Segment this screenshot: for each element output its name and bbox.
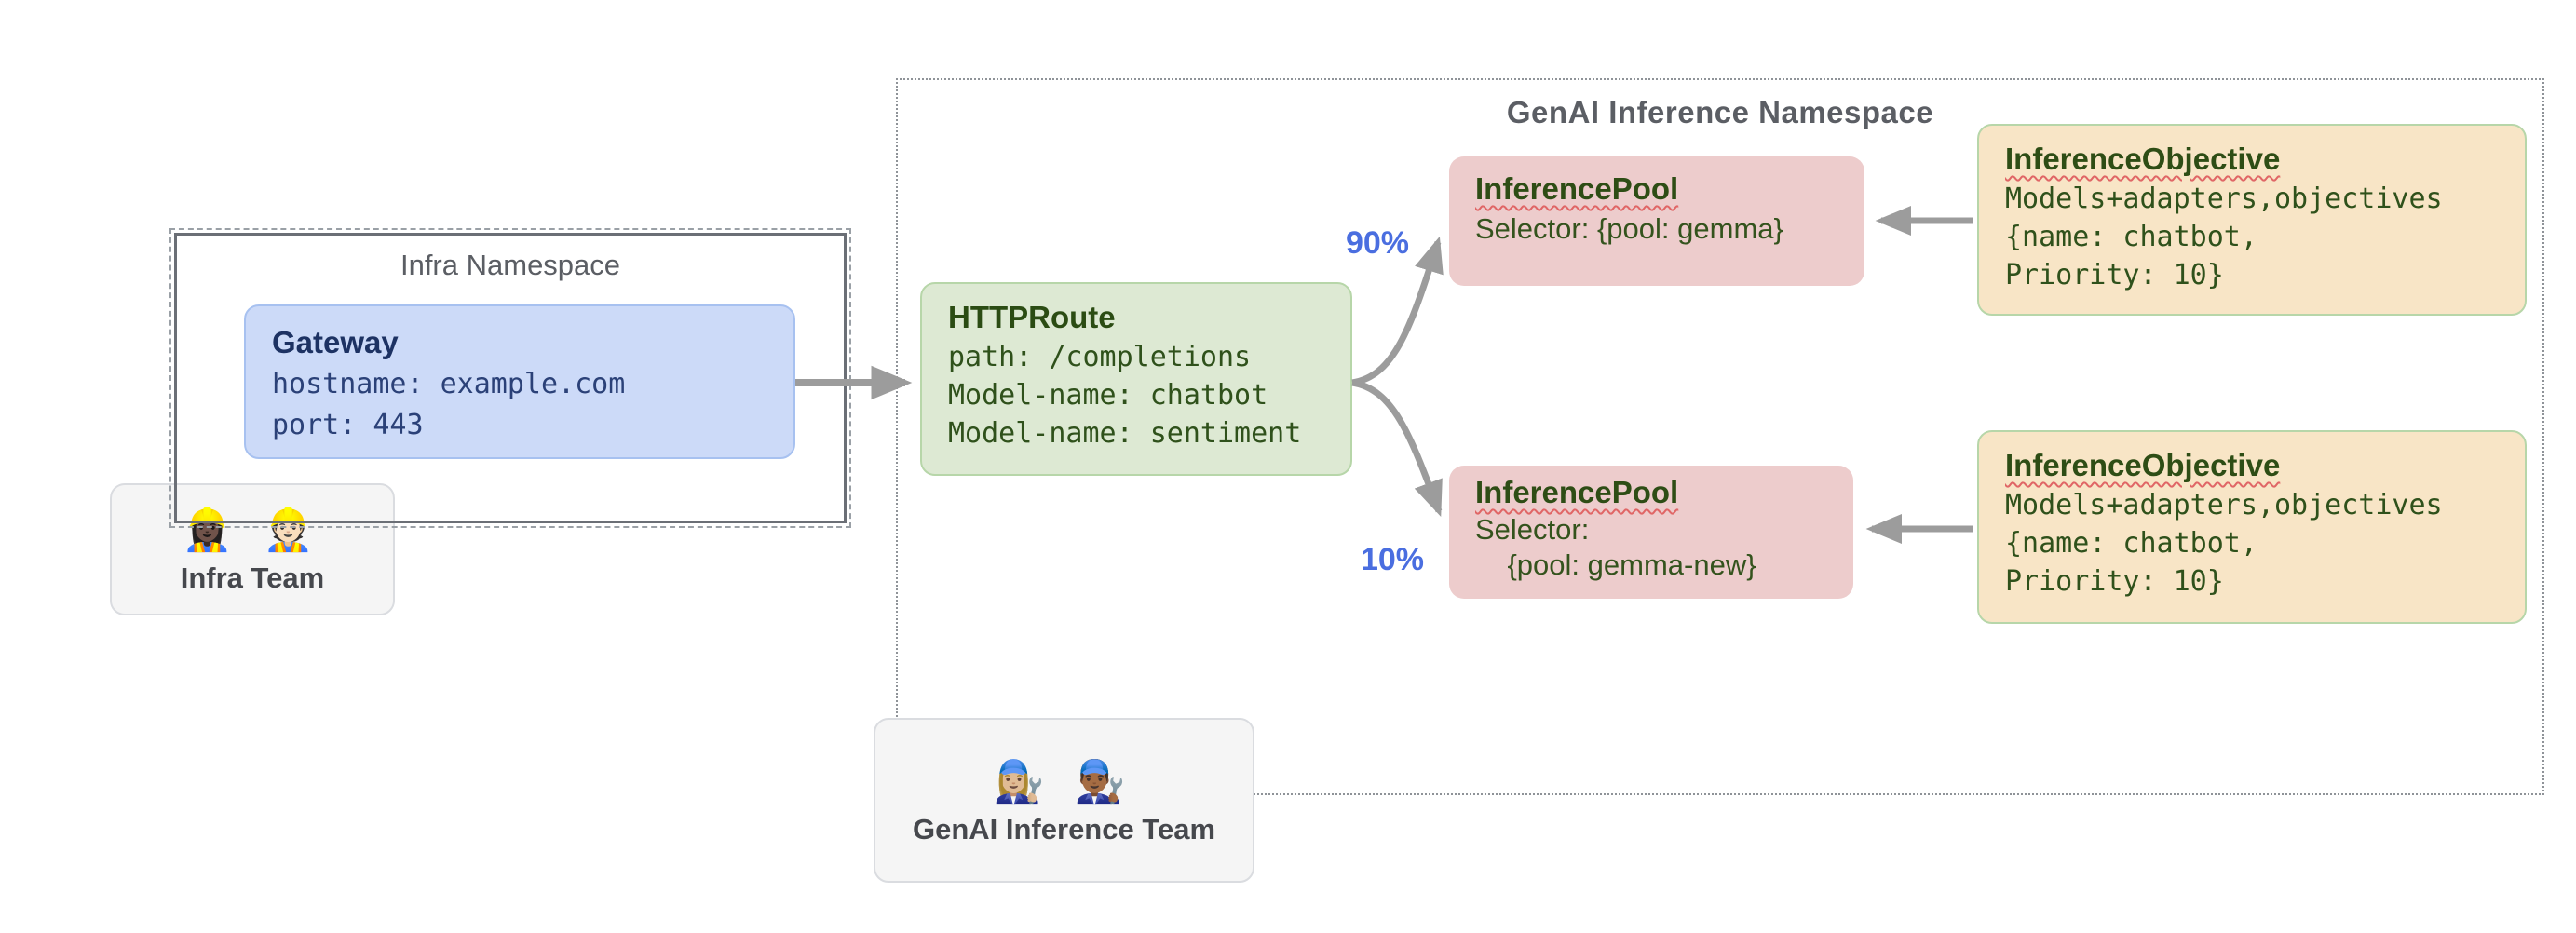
httproute-model-chatbot: Model-name: chatbot: [948, 379, 1268, 412]
inferenceobjective-bottom-node: InferenceObjective Models+adapters,objec…: [1977, 430, 2527, 624]
inferenceobjective-bottom-models: Models+adapters,objectives: [2005, 489, 2443, 521]
genai-namespace-region: GenAI Inference Namespace: [896, 78, 2544, 795]
genai-namespace-title: GenAI Inference Namespace: [1506, 95, 1934, 129]
infra-namespace-title: Infra Namespace: [400, 249, 621, 281]
inferenceobjective-bottom-title: InferenceObjective: [2005, 448, 2281, 482]
httproute-node: HTTPRoute path: /completions Model-name:…: [920, 282, 1352, 476]
inferenceobjective-top-priority: Priority: 10}: [2005, 259, 2224, 291]
inferenceobjective-top-title: InferenceObjective: [2005, 142, 2281, 176]
gateway-node: Gateway hostname: example.com port: 443: [244, 304, 795, 459]
infra-team-label: Infra Team: [180, 561, 325, 594]
gateway-port: port: 443: [272, 409, 424, 441]
inferencepool-gemma-new-node: InferencePool Selector: {pool: gemma-new…: [1449, 466, 1853, 599]
construction-workers-icon: 👷🏿‍♀️ 👷🏻: [182, 507, 323, 553]
httproute-title: HTTPRoute: [948, 300, 1116, 334]
infra-team-badge: 👷🏿‍♀️ 👷🏻 Infra Team: [110, 483, 395, 615]
inferencepool-gemma-title: InferencePool: [1475, 171, 1679, 206]
inferenceobjective-top-node: InferenceObjective Models+adapters,objec…: [1977, 124, 2527, 316]
genai-team-label: GenAI Inference Team: [912, 812, 1216, 845]
weight-label-10: 10%: [1360, 542, 1425, 577]
inferencepool-gemma-new-title: InferencePool: [1475, 475, 1679, 509]
mechanics-icon: 👩🏼‍🔧 👨🏾‍🔧: [993, 758, 1135, 805]
gateway-title: Gateway: [272, 325, 399, 359]
inferencepool-gemma-node: InferencePool Selector: {pool: gemma}: [1449, 156, 1864, 286]
inferenceobjective-top-name: {name: chatbot,: [2005, 221, 2257, 253]
gateway-hostname: hostname: example.com: [272, 368, 626, 400]
infra-namespace-region: Infra Namespace: [169, 228, 851, 528]
genai-team-badge: 👩🏼‍🔧 👨🏾‍🔧 GenAI Inference Team: [874, 718, 1254, 883]
inferencepool-gemma-new-selector: Selector:: [1475, 513, 1590, 546]
inferencepool-gemma-selector: Selector: {pool: gemma}: [1475, 212, 1783, 245]
httproute-model-sentiment: Model-name: sentiment: [948, 417, 1302, 450]
inferenceobjective-bottom-priority: Priority: 10}: [2005, 565, 2224, 598]
httproute-path: path: /completions: [948, 341, 1252, 373]
inferencepool-gemma-new-selector-value: {pool: gemma-new}: [1475, 548, 1756, 581]
weight-label-90: 90%: [1345, 225, 1410, 261]
inferenceobjective-top-models: Models+adapters,objectives: [2005, 183, 2443, 215]
inferenceobjective-bottom-name: {name: chatbot,: [2005, 527, 2257, 560]
